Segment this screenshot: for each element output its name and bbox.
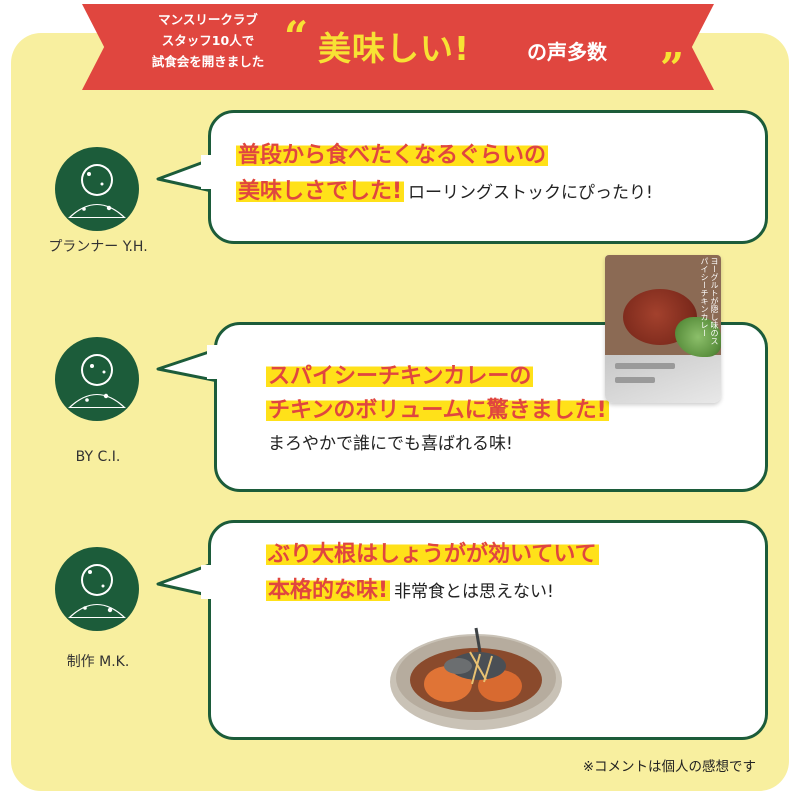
banner-intro-line: マンスリークラブ <box>158 12 258 27</box>
salad-leaf <box>675 317 721 357</box>
highlight-text: 美味しさでした! <box>236 179 405 204</box>
highlight-line: スパイシーチキンカレーの <box>266 364 534 389</box>
comment-text: 非常食とは思えない! <box>394 582 554 602</box>
buri-daikon-dish-image <box>390 627 562 730</box>
banner-intro-line: 試食会を開きました <box>151 54 265 69</box>
highlight-line: 普段から食べたくなるぐらいの <box>236 143 549 168</box>
highlight-line: 美味しさでした!ローリングストックにぴったり! <box>236 179 653 204</box>
highlight-text: 普段から食べたくなるぐらいの <box>236 143 549 168</box>
banner-intro-line: スタッフ10人で <box>161 33 255 48</box>
curry-pouch-image: ヨーグルトが隠し味のスパイシーチキンカレー <box>605 255 721 403</box>
person-avatar-icon <box>55 147 139 231</box>
staff-name: プランナー Y.H. <box>48 239 148 255</box>
banner-subheadline: の声多数 <box>527 40 607 64</box>
banner-headline: 美味しい! <box>318 29 471 68</box>
staff-name: 制作 M.K. <box>66 654 130 670</box>
pouch-stripe <box>615 377 655 383</box>
banner-intro: マンスリークラブ スタッフ10人で 試食会を開きました <box>108 9 308 72</box>
close-quote-mark: ” <box>660 44 685 93</box>
highlight-text: ぶり大根はしょうがが効いていて <box>266 542 599 567</box>
comment-line: まろやかで誰にでも喜ばれる味! <box>268 436 513 453</box>
highlight-line: ぶり大根はしょうがが効いていて <box>266 542 599 567</box>
person-avatar-icon <box>55 547 139 631</box>
open-quote-mark: “ <box>284 12 309 61</box>
highlight-line: チキンのボリュームに驚きました! <box>266 398 609 423</box>
pouch-label: ヨーグルトが隠し味のスパイシーチキンカレー <box>700 257 719 345</box>
pouch-stripe <box>615 363 675 369</box>
disclaimer-note: ※コメントは個人の感想です <box>582 759 756 775</box>
highlight-line: 本格的な味!非常食とは思えない! <box>266 578 554 603</box>
highlight-text: チキンのボリュームに驚きました! <box>266 398 609 423</box>
comment-text: ローリングストックにぴったり! <box>408 183 653 203</box>
person-avatar-icon <box>55 337 139 421</box>
staff-name: BY C.I. <box>75 449 121 465</box>
title-banner <box>82 4 714 90</box>
comment-text: まろやかで誰にでも喜ばれる味! <box>268 434 513 454</box>
highlight-text: スパイシーチキンカレーの <box>266 364 534 389</box>
speech-bubble <box>201 110 768 244</box>
highlight-text: 本格的な味! <box>266 578 391 603</box>
